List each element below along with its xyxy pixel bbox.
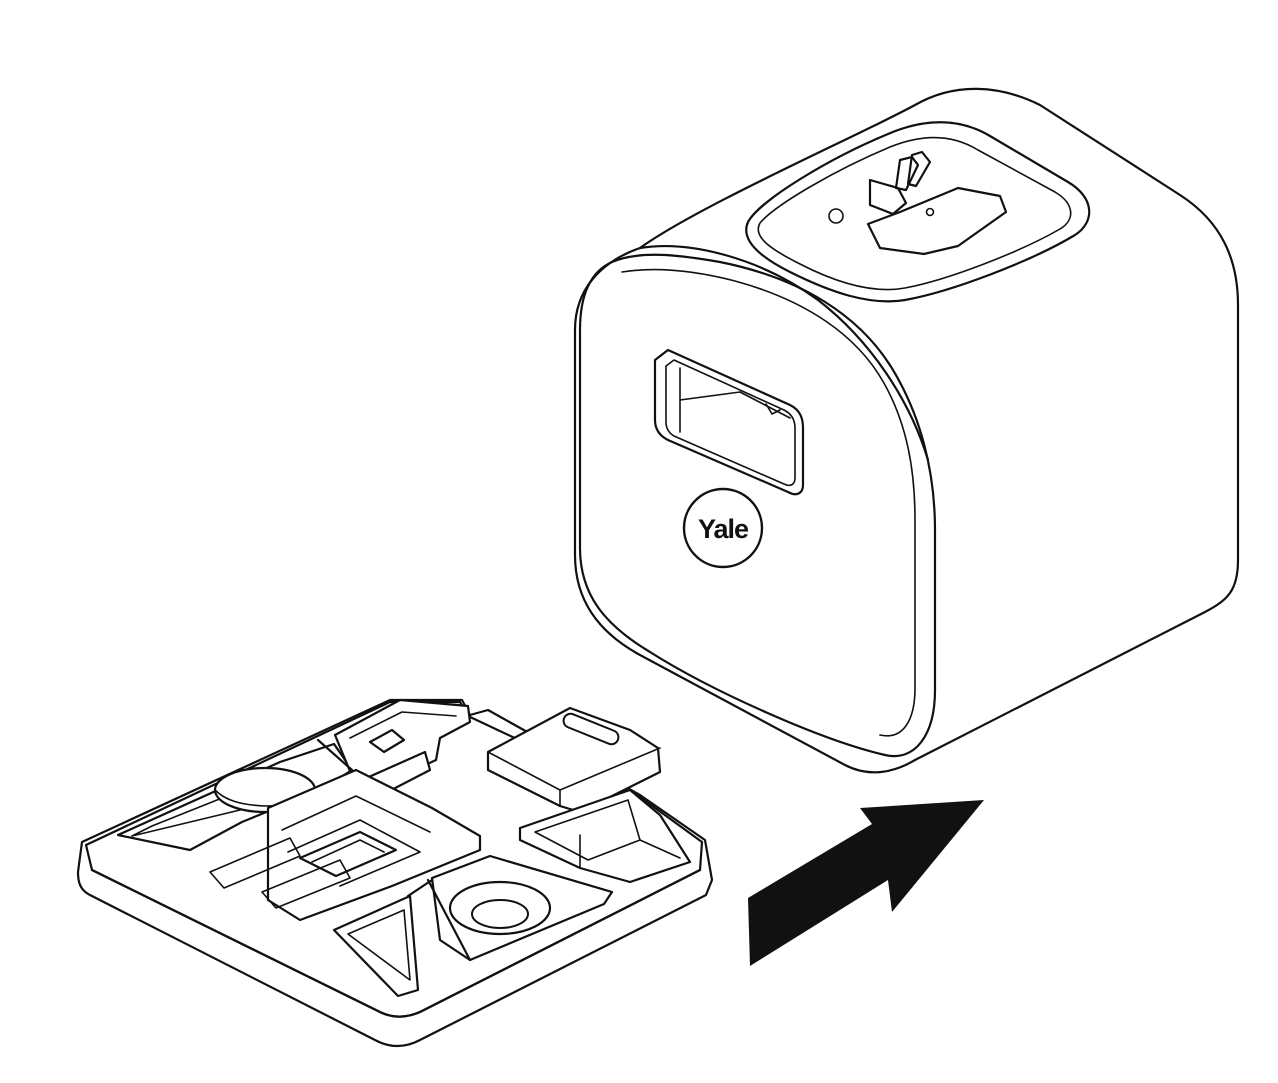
- key-icon: [828, 150, 1008, 256]
- plate-front-edge: [90, 868, 702, 1018]
- plate-tongue-slot: [486, 706, 662, 814]
- module-side-seam: [638, 245, 930, 462]
- arrow-up-right-icon: [748, 800, 984, 966]
- plate-center-channel: [209, 768, 482, 922]
- module-front-bezel: [621, 268, 916, 737]
- lock-module: Yale: [573, 87, 1240, 774]
- module-front-face: [578, 253, 937, 758]
- mounting-plate: [76, 698, 714, 1048]
- plate-pocket-right: [518, 788, 692, 884]
- plate-screw-hole-right: [430, 854, 614, 962]
- plate-web-rib-b: [426, 878, 472, 962]
- yale-logo: Yale: [682, 487, 764, 569]
- top-pad-inner: [757, 136, 1072, 291]
- plate-pocket-front: [332, 894, 420, 998]
- key-slot: [653, 348, 805, 496]
- yale-logo-text: Yale: [698, 514, 749, 544]
- plate-web-rib-a: [316, 738, 354, 772]
- plate-web-rib-c: [406, 878, 434, 898]
